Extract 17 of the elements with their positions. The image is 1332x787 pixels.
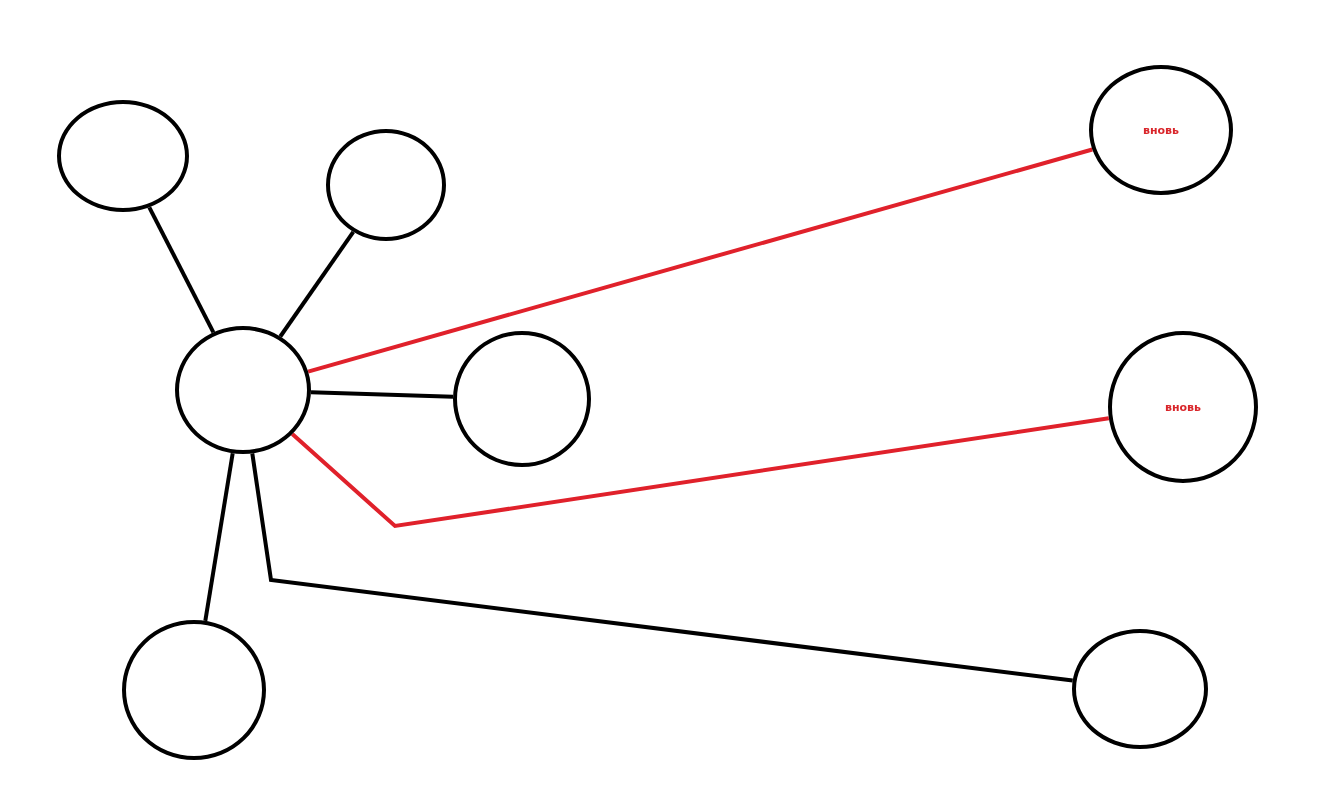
connector-line [307,147,1093,374]
circle-node [1072,629,1208,749]
circle-node [1089,65,1233,195]
circle-node [1108,331,1258,483]
circle-node [453,331,591,467]
connector-line [147,206,216,334]
node-label: вновь [1164,400,1201,414]
circle-node [57,100,189,212]
circle-node [326,129,446,241]
circle-node [175,326,311,454]
circle-node [122,620,266,760]
connector-line [290,416,1110,529]
connector-line [278,230,355,338]
node-label: вновь [1142,123,1179,137]
connector-line [250,453,1073,683]
connector-line [203,452,235,622]
connector-line [310,390,454,399]
